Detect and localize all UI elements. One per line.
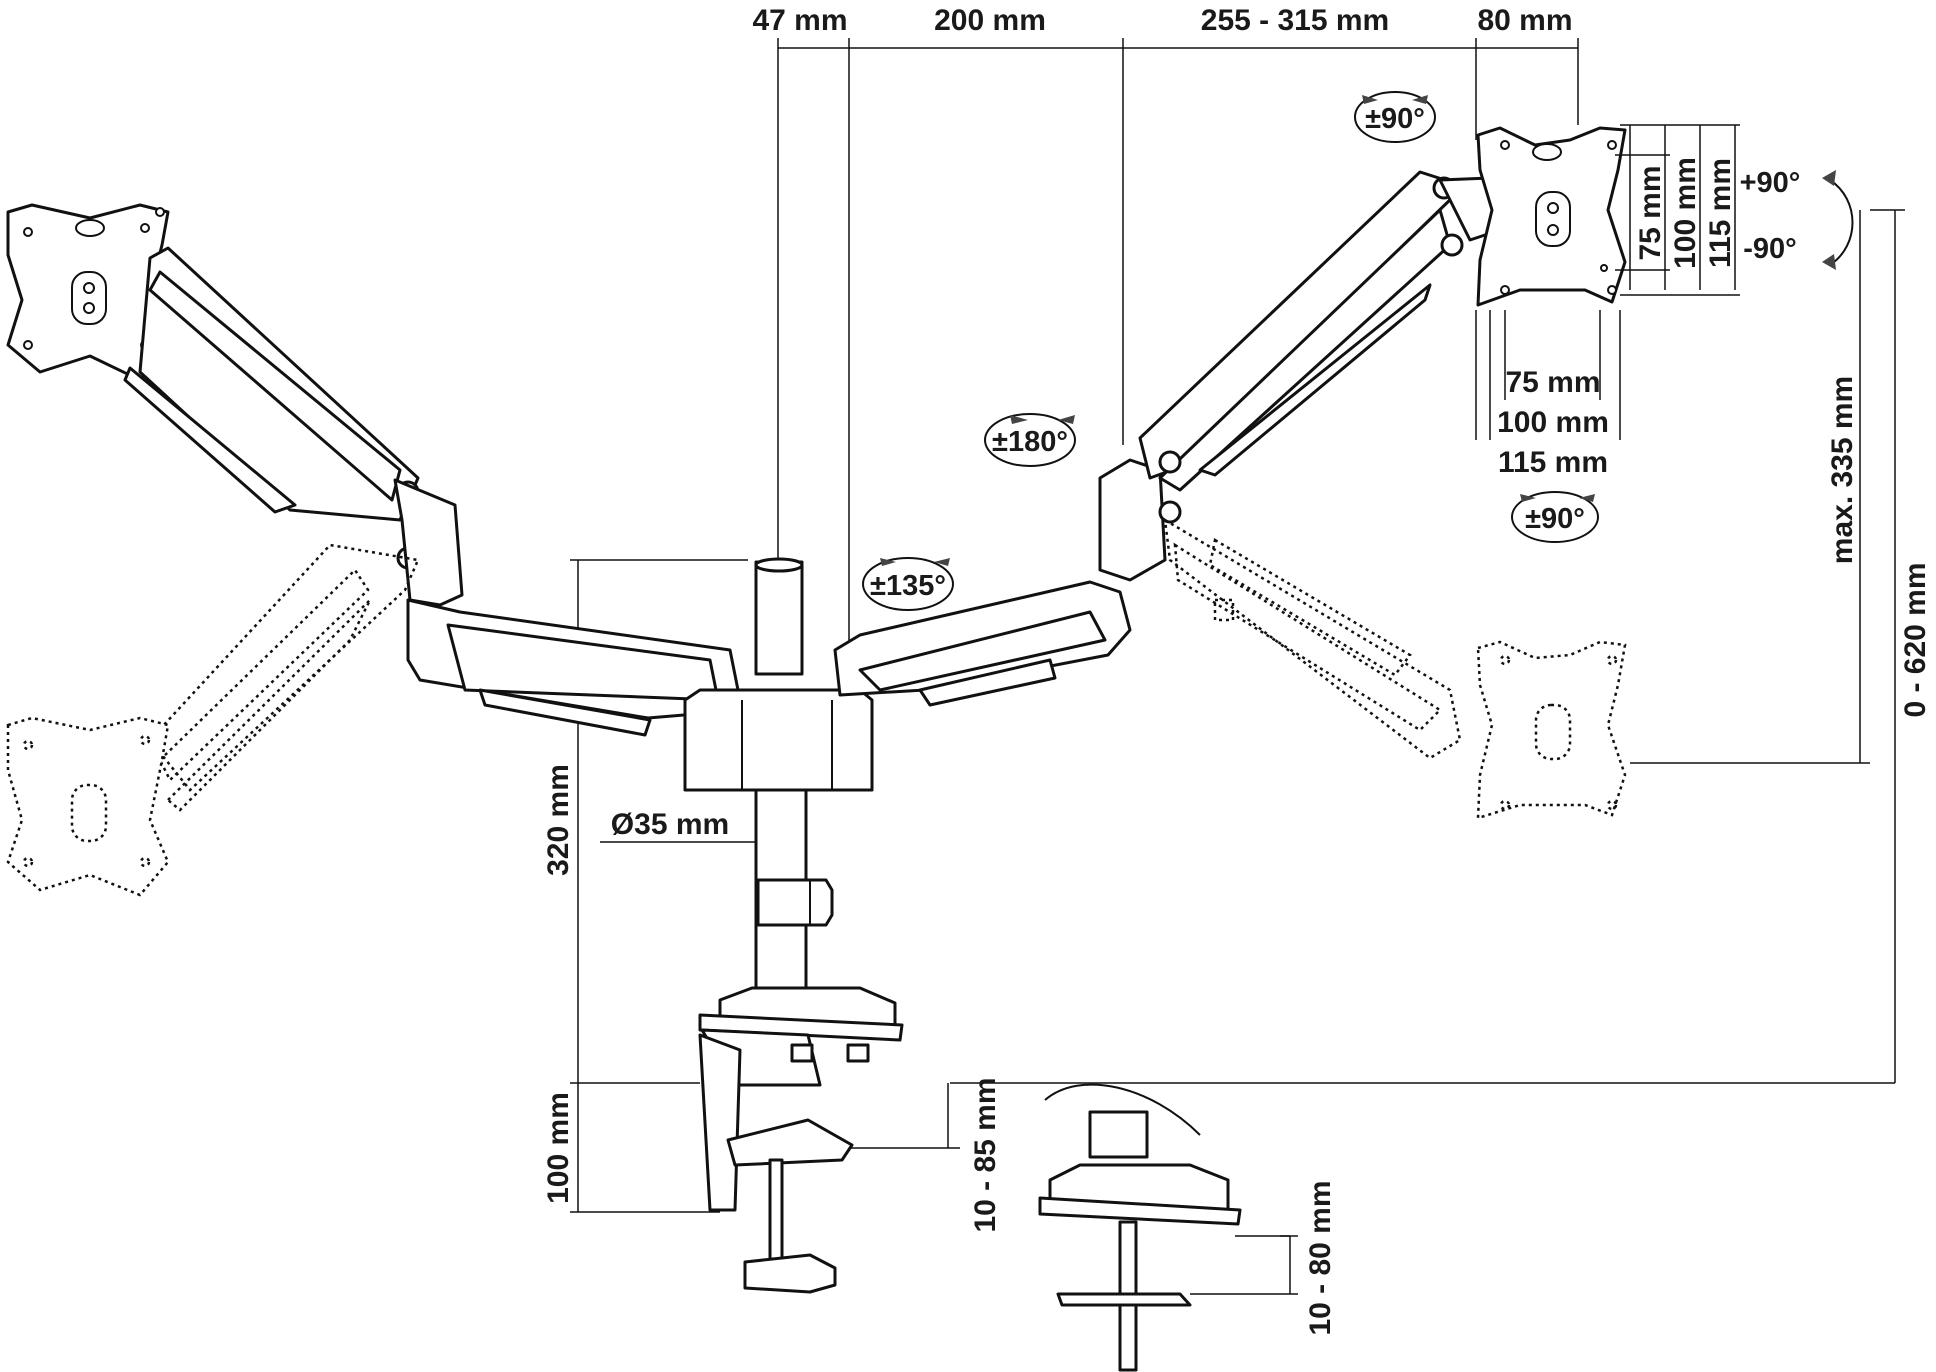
right-dotted-position [1163, 517, 1627, 820]
angle-markers [862, 91, 1854, 611]
clamp-desk-thickness-label: 10 - 85 mm [969, 1077, 1002, 1232]
vesa-h-100-label: 100 mm [1497, 406, 1609, 439]
center-pole [683, 557, 874, 1054]
rotation-angle-label: ±90° [1365, 103, 1425, 135]
dimension-lines [570, 38, 1905, 1295]
pole-diameter-label: Ø35 mm [611, 808, 729, 841]
left-dotted-position [6, 543, 420, 897]
tilt-up-label: +90° [1740, 167, 1801, 199]
vesa-v-100-label: 100 mm [1669, 157, 1702, 269]
vesa-brackets [1475, 124, 1740, 440]
grommet-mount [1038, 1083, 1242, 1372]
labels: 47 mm 200 mm 255 - 315 mm 80 mm ±90° ±18… [542, 4, 1932, 1336]
desk-clamp [698, 986, 904, 1294]
arm-segment-2-label: 255 - 315 mm [1201, 4, 1389, 37]
vesa-v-75-label: 75 mm [1634, 165, 1667, 260]
height-adjust-max-label: max. 335 mm [1826, 376, 1859, 564]
arm-swivel-angle-label: ±180° [992, 426, 1068, 458]
height-range-label: 0 - 620 mm [1899, 562, 1932, 717]
vesa-h-115-label: 115 mm [1498, 446, 1608, 479]
grommet-desk-thickness-label: 10 - 80 mm [1304, 1180, 1337, 1335]
vesa-h-75-label: 75 mm [1505, 366, 1600, 399]
left-upper-arm [123, 246, 464, 607]
left-horizontal-arm [406, 598, 740, 737]
vesa-v-115-label: 115 mm [1704, 158, 1737, 268]
clamp-height-label: 100 mm [542, 1092, 575, 1204]
arm-segment-1-label: 200 mm [934, 4, 1046, 37]
right-upper-arm [1138, 170, 1502, 524]
head-swivel-angle-label: ±90° [1525, 503, 1585, 535]
pole-height-label: 320 mm [542, 764, 575, 876]
base-swivel-angle-label: ±135° [870, 570, 946, 602]
tilt-down-label: -90° [1743, 233, 1797, 265]
vesa-depth-label: 80 mm [1477, 4, 1572, 37]
pole-offset-label: 47 mm [752, 4, 847, 37]
right-vesa-plate [1476, 126, 1627, 307]
right-horizontal-arm [833, 458, 1167, 707]
